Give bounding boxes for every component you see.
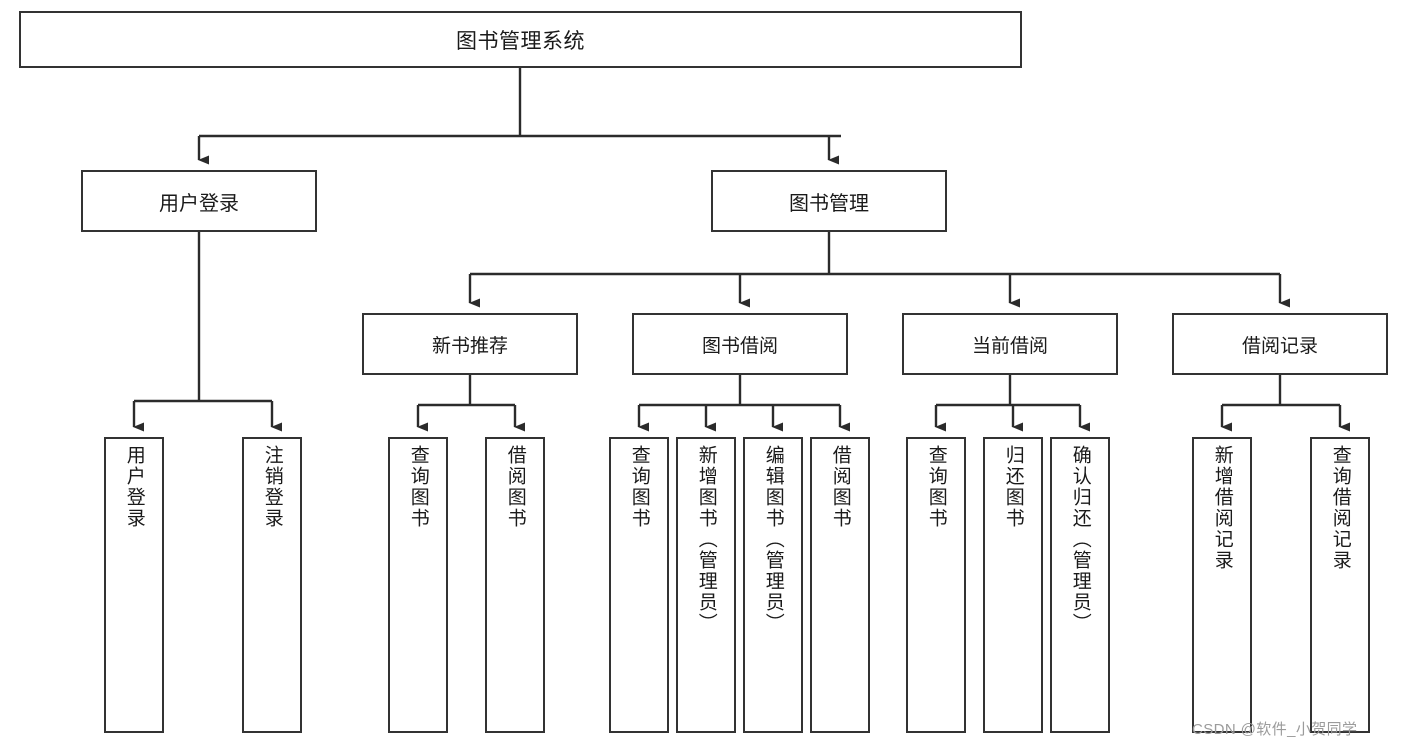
node-leaf-confirm-return[interactable]: 确认归还（管理员）	[1050, 437, 1110, 733]
node-root[interactable]: 图书管理系统	[19, 11, 1022, 68]
watermark: CSDN @软件_小贺同学	[1192, 721, 1358, 738]
node-root-label: 图书管理系统	[456, 29, 585, 53]
node-leaf-query-book-2-label: 查询图书	[628, 445, 650, 529]
node-leaf-return-book[interactable]: 归还图书	[983, 437, 1043, 733]
node-leaf-add-book[interactable]: 新增图书（管理员）	[676, 437, 736, 733]
node-book-borrow[interactable]: 图书借阅	[632, 313, 848, 375]
node-leaf-confirm-return-label: 确认归还（管理员）	[1069, 445, 1091, 634]
node-leaf-query-book-1-label: 查询图书	[407, 445, 429, 529]
node-leaf-add-record[interactable]: 新增借阅记录	[1192, 437, 1252, 733]
node-new-book-recommend-label: 新书推荐	[431, 335, 508, 357]
node-leaf-query-record-label: 查询借阅记录	[1329, 445, 1351, 571]
node-leaf-edit-book[interactable]: 编辑图书（管理员）	[743, 437, 803, 733]
node-leaf-query-book-3[interactable]: 查询图书	[906, 437, 966, 733]
node-new-book-recommend[interactable]: 新书推荐	[362, 313, 578, 375]
node-user-login-label: 用户登录	[159, 192, 239, 215]
node-current-borrow[interactable]: 当前借阅	[902, 313, 1118, 375]
node-leaf-edit-book-label: 编辑图书（管理员）	[762, 445, 784, 634]
node-leaf-borrow-book-2-label: 借阅图书	[829, 445, 851, 529]
node-leaf-query-record[interactable]: 查询借阅记录	[1310, 437, 1370, 733]
node-book-manage-label: 图书管理	[789, 192, 869, 215]
node-leaf-query-book-3-label: 查询图书	[925, 445, 947, 529]
node-leaf-user-login[interactable]: 用户登录	[104, 437, 164, 733]
node-leaf-user-login-label: 用户登录	[123, 445, 145, 529]
node-leaf-add-book-label: 新增图书（管理员）	[695, 445, 717, 634]
node-borrow-record-label: 借阅记录	[1241, 335, 1318, 357]
node-leaf-borrow-book-2[interactable]: 借阅图书	[810, 437, 870, 733]
node-book-manage[interactable]: 图书管理	[711, 170, 947, 232]
node-leaf-query-book-2[interactable]: 查询图书	[609, 437, 669, 733]
node-leaf-user-logout[interactable]: 注销登录	[242, 437, 302, 733]
node-book-borrow-label: 图书借阅	[701, 335, 778, 357]
node-leaf-user-logout-label: 注销登录	[261, 445, 283, 529]
node-borrow-record[interactable]: 借阅记录	[1172, 313, 1388, 375]
node-leaf-add-record-label: 新增借阅记录	[1211, 445, 1233, 571]
node-user-login[interactable]: 用户登录	[81, 170, 317, 232]
node-leaf-return-book-label: 归还图书	[1002, 445, 1024, 529]
node-leaf-borrow-book-1-label: 借阅图书	[504, 445, 526, 529]
node-leaf-query-book-1[interactable]: 查询图书	[388, 437, 448, 733]
node-leaf-borrow-book-1[interactable]: 借阅图书	[485, 437, 545, 733]
node-current-borrow-label: 当前借阅	[971, 335, 1048, 357]
